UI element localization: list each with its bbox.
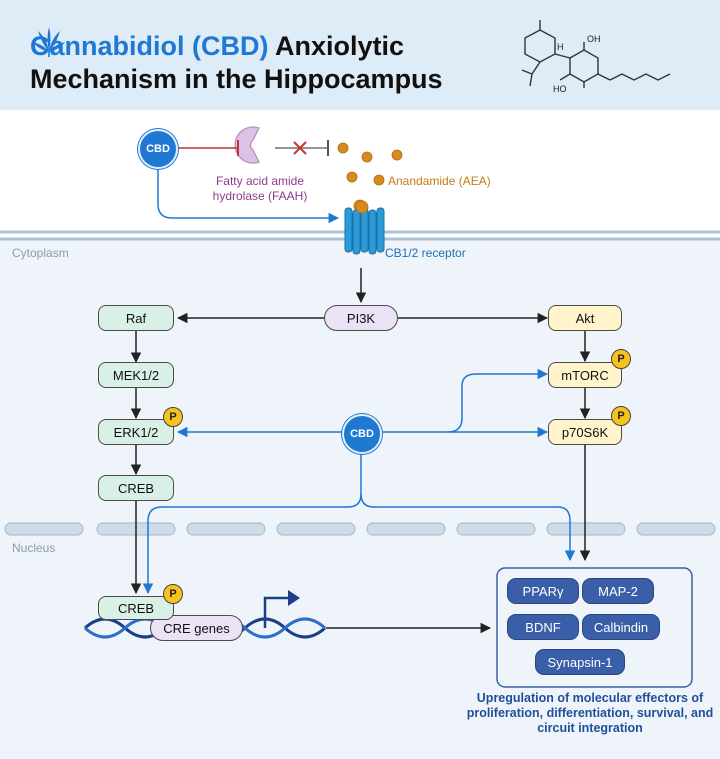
effector-ppar: PPARγ [507, 578, 579, 604]
node-akt: Akt [548, 305, 622, 331]
page-title: Cannabidiol (CBD) Anxiolytic Mechanism i… [30, 30, 443, 96]
bound-anandamide [355, 200, 369, 214]
title-line2: Mechanism in the Hippocampus [30, 64, 443, 94]
svg-text:H: H [557, 42, 564, 52]
nucleus-label: Nucleus [12, 541, 56, 555]
node-p70s6k: p70S6K [548, 419, 622, 445]
nuclear-envelope [4, 522, 716, 536]
node-mek: MEK1/2 [98, 362, 174, 388]
node-erk: ERK1/2 [98, 419, 174, 445]
svg-text:HO: HO [553, 84, 567, 94]
cbd-molecule-structure [521, 20, 671, 88]
effector-calbindin: Calbindin [582, 614, 660, 640]
node-creb-cytoplasm: CREB [98, 475, 174, 501]
cbd-circle-center: CBD [342, 414, 382, 454]
cbd-effectors-arrow [360, 493, 576, 562]
faah-enzyme-icon [234, 126, 260, 164]
effector-synapsin: Synapsin-1 [535, 649, 625, 675]
node-cre-genes: CRE genes [150, 615, 243, 641]
outcome-text: Upregulation of molecular effectors of p… [466, 691, 714, 735]
block-x-icon [293, 141, 307, 155]
cbd-mtorc-arrow [447, 368, 549, 433]
node-creb-nucleus: CREB [98, 596, 174, 620]
cytoplasm-label: Cytoplasm [12, 246, 69, 260]
title-banner [0, 0, 720, 110]
cbd-receptor-arrow [157, 166, 340, 224]
receptor-label: CB1/2 receptor [385, 246, 466, 260]
transcription-arrowhead-icon [288, 590, 300, 606]
effector-bdnf: BDNF [507, 614, 579, 640]
phospho-badge-erk: P [163, 407, 183, 427]
svg-text:OH: OH [587, 34, 601, 44]
cbd-circle-top: CBD [138, 129, 178, 169]
faah-label: Fatty acid amide hydrolase (FAAH) [212, 174, 308, 203]
cannabis-leaf-icon [33, 27, 65, 57]
node-pi3k: PI3K [324, 305, 398, 331]
transcription-start-arrow [263, 596, 290, 628]
cb-receptor-icon [344, 207, 385, 255]
phospho-badge-p70s6k: P [611, 406, 631, 426]
title-cbd-highlight: Cannabidiol (CBD) [30, 31, 269, 61]
cbd-molecule-atoms: OH HO H [553, 34, 601, 94]
title-line1-rest: Anxiolytic [268, 31, 405, 61]
phospho-badge-mtorc: P [611, 349, 631, 369]
node-raf: Raf [98, 305, 174, 331]
aea-label: Anandamide (AEA) [388, 174, 491, 188]
node-mtorc: mTORC [548, 362, 622, 388]
effector-map2: MAP-2 [582, 578, 654, 604]
cbd-creb-arrow [142, 451, 362, 595]
phospho-badge-creb: P [163, 584, 183, 604]
